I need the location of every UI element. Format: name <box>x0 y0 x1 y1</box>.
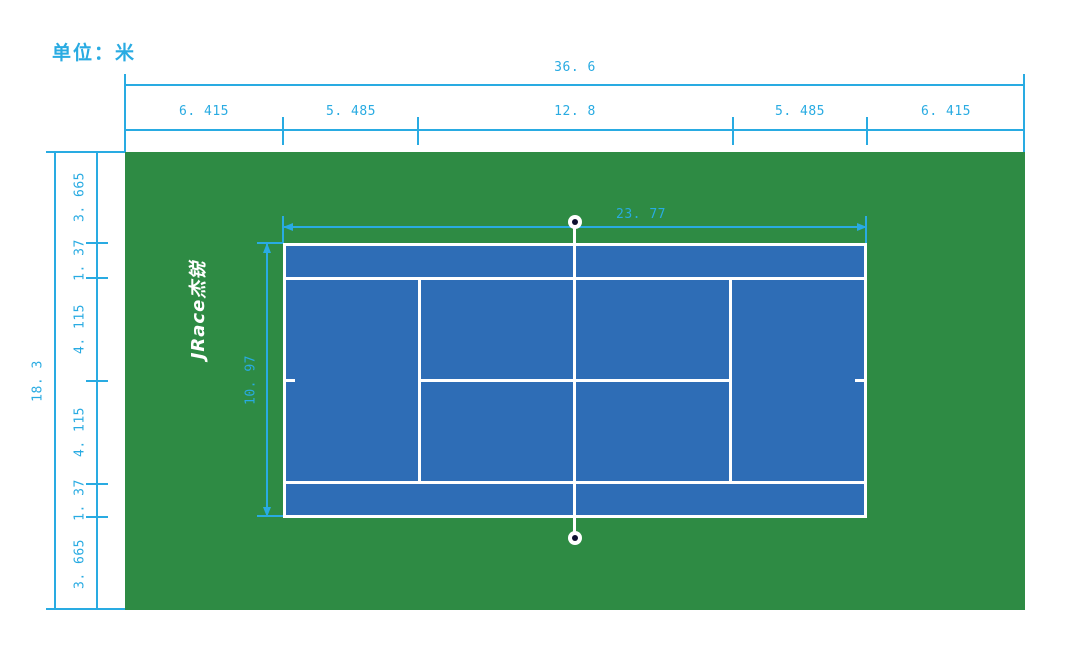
dim-label-top-segment-3: 12. 8 <box>554 104 596 119</box>
dim-label-top-segment-4: 5. 485 <box>775 104 825 119</box>
net-post-top-hole <box>572 219 578 225</box>
dim-label-top-segment-1: 6. 415 <box>179 104 229 119</box>
dim-line-court-width <box>266 243 268 517</box>
unit-label: 单位：米 <box>52 42 137 64</box>
arrow-right-icon <box>857 223 867 231</box>
arrow-up-icon <box>263 243 271 253</box>
dim-label-left-total: 18. 3 <box>30 360 46 402</box>
net-post-bottom-hole <box>572 535 578 541</box>
net-line <box>573 222 576 538</box>
net-post-top <box>568 215 582 229</box>
dim-label-left-segment-4: 4. 115 <box>72 407 88 457</box>
extension-line-top-right <box>1023 74 1025 152</box>
baseline-center-mark-left <box>286 379 295 382</box>
arrow-left-icon <box>283 223 293 231</box>
tick-top-seg-1 <box>282 117 284 145</box>
tick-top-seg-3 <box>732 117 734 145</box>
tick-left-seg-5 <box>86 516 108 518</box>
dim-label-left-segment-6: 3. 665 <box>72 539 88 589</box>
net-post-bottom <box>568 531 582 545</box>
tick-left-seg-1 <box>86 242 108 244</box>
dim-label-left-segment-3: 4. 115 <box>72 304 88 354</box>
extension-line-left-top <box>46 151 125 153</box>
dim-label-left-segment-5: 1. 37 <box>72 479 88 521</box>
brand-logo: JRace杰锐 <box>188 260 209 360</box>
tick-left-seg-3 <box>86 380 108 382</box>
dim-label-top-total: 36. 6 <box>554 60 596 75</box>
dim-label-top-segment-2: 5. 485 <box>326 104 376 119</box>
tick-top-seg-4 <box>866 117 868 145</box>
tick-left-seg-2 <box>86 277 108 279</box>
dim-line-left-total <box>54 152 56 610</box>
dim-label-left-segment-1: 3. 665 <box>72 172 88 222</box>
extension-line-left-bottom <box>46 608 125 610</box>
dim-label-court-length: 23. 77 <box>616 207 666 222</box>
extension-line-top-left <box>124 74 126 152</box>
tick-left-seg-4 <box>86 483 108 485</box>
arrow-down-icon <box>263 507 271 517</box>
tick-top-seg-2 <box>417 117 419 145</box>
dim-label-left-segment-2: 1. 37 <box>72 239 88 281</box>
dim-label-court-width: 10. 97 <box>243 355 259 405</box>
baseline-center-mark-right <box>855 379 864 382</box>
dim-line-top-total <box>125 84 1025 86</box>
dim-line-top-segments <box>125 129 1025 131</box>
dim-label-top-segment-5: 6. 415 <box>921 104 971 119</box>
